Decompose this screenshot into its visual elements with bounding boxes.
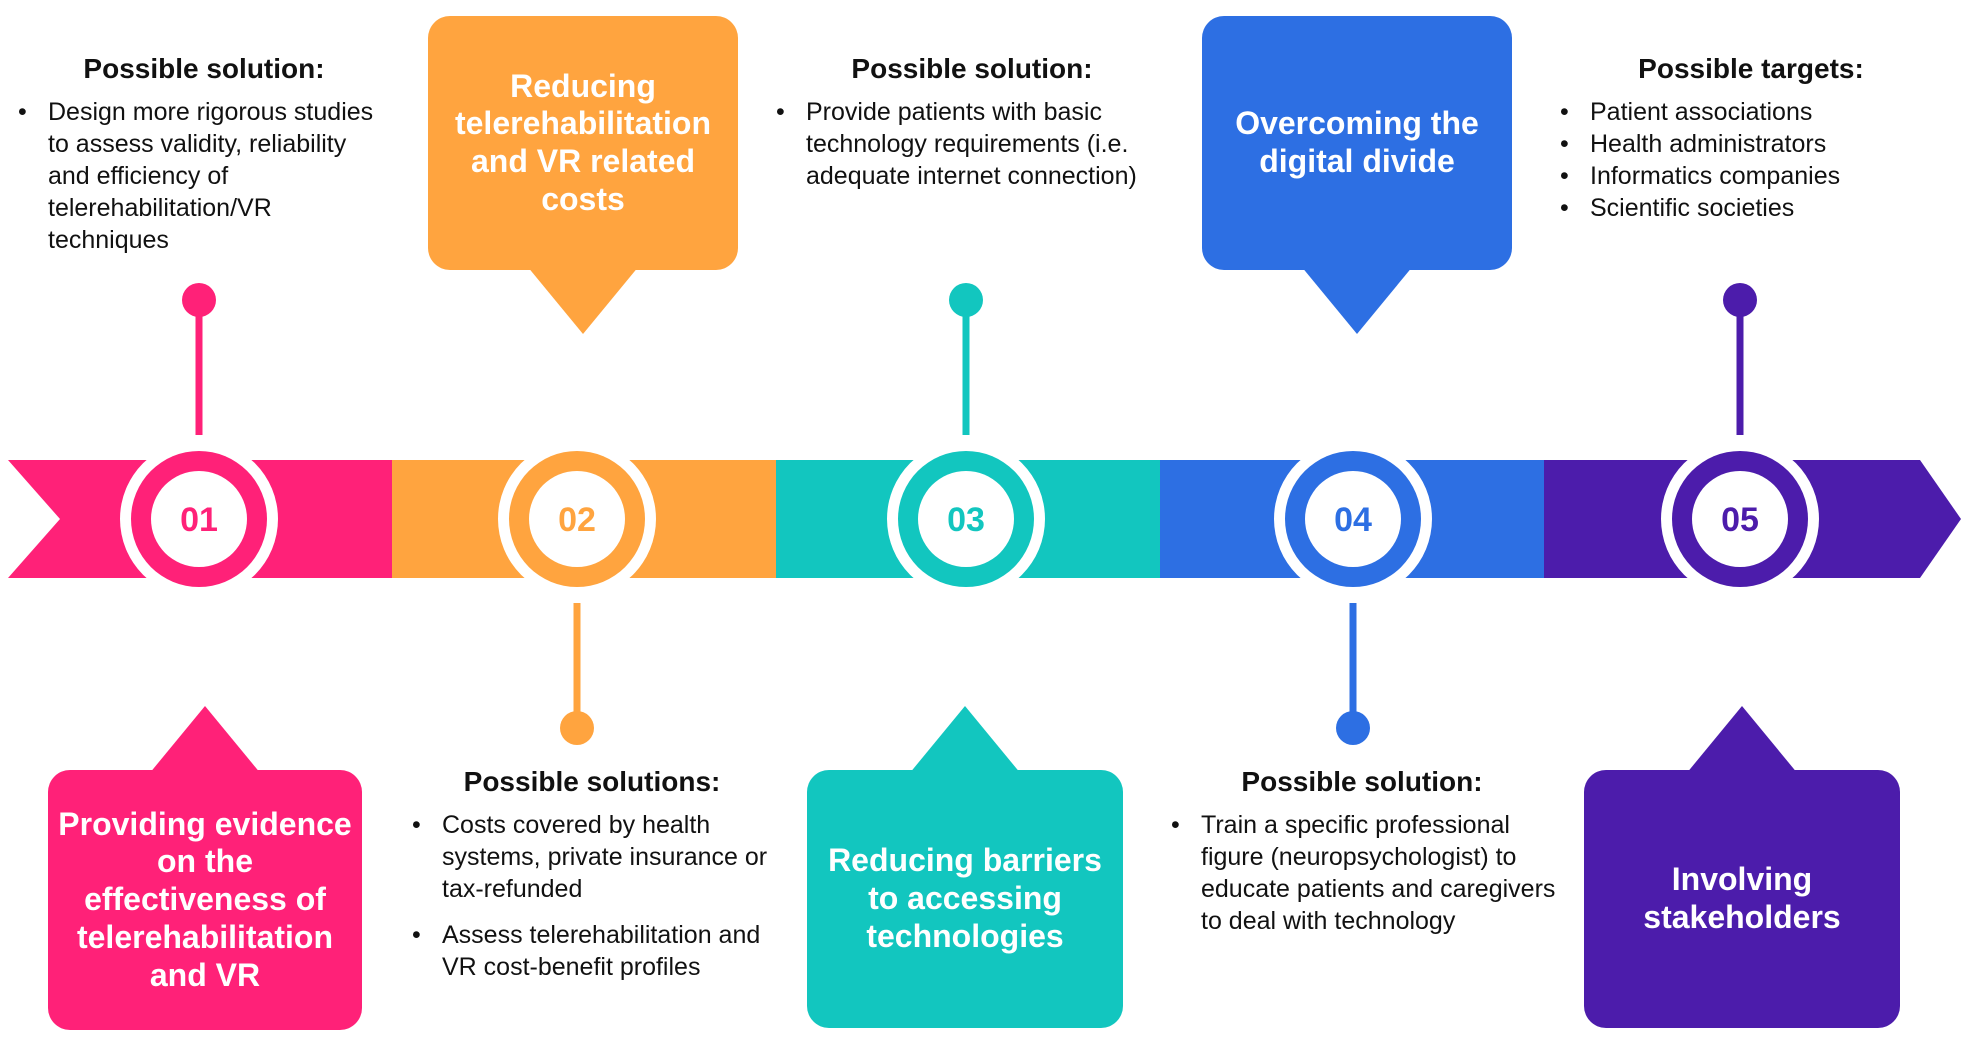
solution-item: Provide patients with basic technology r…	[772, 96, 1172, 192]
title-box-03	[807, 770, 1123, 1028]
badge-inner-03	[918, 471, 1014, 567]
title-pointer-04	[1301, 266, 1413, 334]
badge-inner-05	[1692, 471, 1788, 567]
solution-list-04: Train a specific professional figure (ne…	[1167, 809, 1557, 937]
title-box-01	[48, 770, 362, 1030]
solution-list-03: Provide patients with basic technology r…	[772, 96, 1172, 192]
solution-item: Design more rigorous studies to assess v…	[14, 96, 394, 256]
title-pointer-01	[149, 706, 261, 774]
solution-block-05: Possible targets: Patient associationsHea…	[1556, 52, 1946, 224]
solution-heading-05: Possible targets:	[1638, 53, 1864, 84]
step-title-01: Providing evidence on the effectiveness …	[58, 805, 352, 993]
solution-list-05: Patient associationsHealth administrator…	[1556, 96, 1946, 224]
solution-item: Patient associations	[1556, 96, 1946, 128]
solution-list-02: Costs covered by health systems, private…	[408, 809, 776, 983]
step-number-01: 01	[180, 501, 218, 539]
badge-inner-02	[529, 471, 625, 567]
solution-item: Costs covered by health systems, private…	[408, 809, 776, 905]
title-pointer-05	[1686, 706, 1798, 774]
title-pointer-03	[909, 706, 1021, 774]
solution-heading-03: Possible solution:	[851, 53, 1093, 84]
solution-block-01: Possible solution: Design more rigorous s…	[14, 52, 394, 256]
title-pointer-02	[527, 266, 639, 334]
connector-dot-04	[1336, 711, 1370, 745]
solution-heading-04: Possible solution:	[1241, 766, 1483, 797]
solution-item: Informatics companies	[1556, 160, 1946, 192]
solution-block-04: Possible solution: Train a specific profe…	[1167, 765, 1557, 937]
solution-item: Scientific societies	[1556, 192, 1946, 224]
connector-dot-05	[1723, 283, 1757, 317]
step-title-05: Involving stakeholders	[1643, 861, 1841, 935]
title-box-05	[1584, 770, 1900, 1028]
title-box-02	[428, 16, 738, 270]
solution-item: Train a specific professional figure (ne…	[1167, 809, 1557, 937]
solution-list-01: Design more rigorous studies to assess v…	[14, 96, 394, 256]
solution-block-03: Possible solution: Provide patients with …	[772, 52, 1172, 192]
title-box-04	[1202, 16, 1512, 270]
solution-heading-02: Possible solutions:	[463, 766, 721, 797]
step-title-03: Reducing barriers to accessing technolog…	[828, 842, 1102, 954]
step-number-03: 03	[947, 501, 985, 539]
solution-item: Health administrators	[1556, 128, 1946, 160]
connector-dot-03	[949, 283, 983, 317]
step-number-02: 02	[558, 501, 596, 539]
solution-item: Assess telerehabilitation and VR cost-be…	[408, 919, 776, 983]
step-title-02: Reducing telerehabilitation and VR relat…	[454, 67, 712, 217]
solution-block-02: Possible solutions: Costs covered by heal…	[408, 765, 776, 983]
connector-dot-02	[560, 711, 594, 745]
step-number-05: 05	[1721, 501, 1759, 539]
solution-heading-01: Possible solution:	[83, 53, 325, 84]
badge-inner-04	[1305, 471, 1401, 567]
step-number-04: 04	[1334, 501, 1372, 539]
connector-dot-01	[182, 283, 216, 317]
badge-inner-01	[151, 471, 247, 567]
step-title-04: Overcoming the digital divide	[1235, 105, 1479, 179]
